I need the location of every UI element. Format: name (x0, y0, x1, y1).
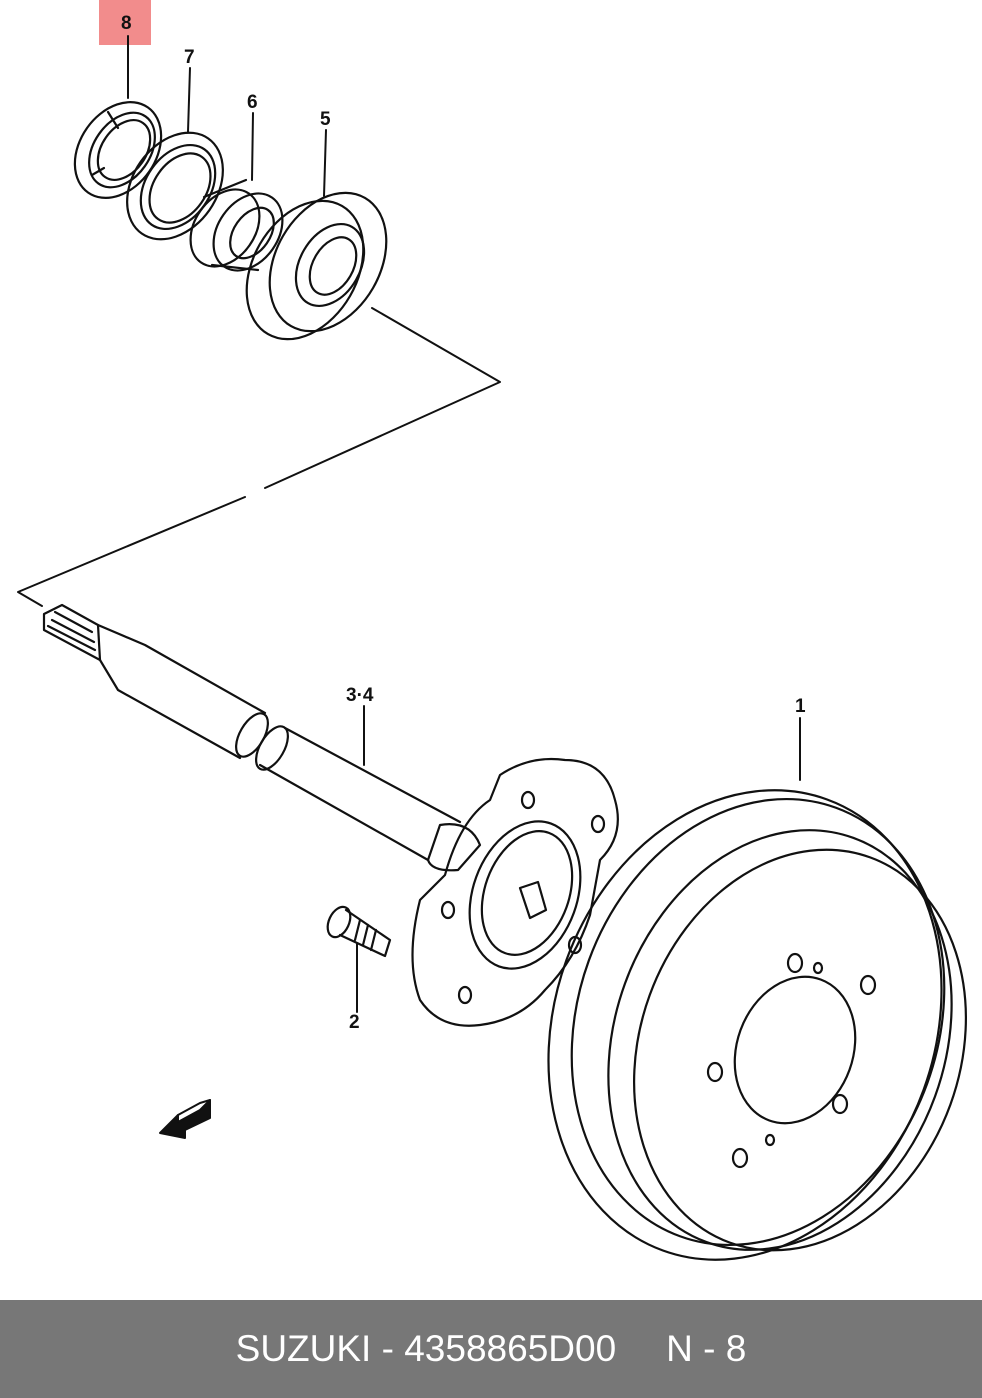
highlight-box-part-8 (99, 0, 151, 45)
front-direction-arrow-icon (159, 1099, 211, 1139)
part-8-oil-seal (73, 101, 163, 199)
footer-dash: - (381, 1328, 394, 1369)
part-6-spacer (189, 178, 284, 272)
footer-brand: SUZUKI (235, 1328, 372, 1369)
part-2-hub-bolt (326, 905, 392, 958)
footer-part-number: 4358865D00 (404, 1328, 617, 1369)
callout-2: 2 (349, 1012, 360, 1033)
callout-1: 1 (795, 696, 806, 717)
callout-8: 8 (121, 13, 132, 34)
footer-ref: N - 8 (666, 1328, 747, 1369)
part-3-4-axle-shaft (42, 603, 482, 872)
callout-7: 7 (184, 47, 195, 68)
assembly-leader-line (17, 307, 501, 607)
callout-5: 5 (320, 109, 331, 130)
part-1-brake-drum (547, 789, 967, 1261)
callout-3-4: 3·4 (346, 685, 374, 706)
exploded-parts-diagram (17, 35, 967, 1261)
part-5-bearing (245, 191, 388, 341)
footer-bar: SUZUKI - 4358865D00 N - 8 (0, 1300, 982, 1398)
hub-flange (411, 757, 619, 1027)
callout-6: 6 (247, 92, 258, 113)
part-7-ring (126, 131, 224, 241)
callout-leaders (127, 35, 801, 1013)
